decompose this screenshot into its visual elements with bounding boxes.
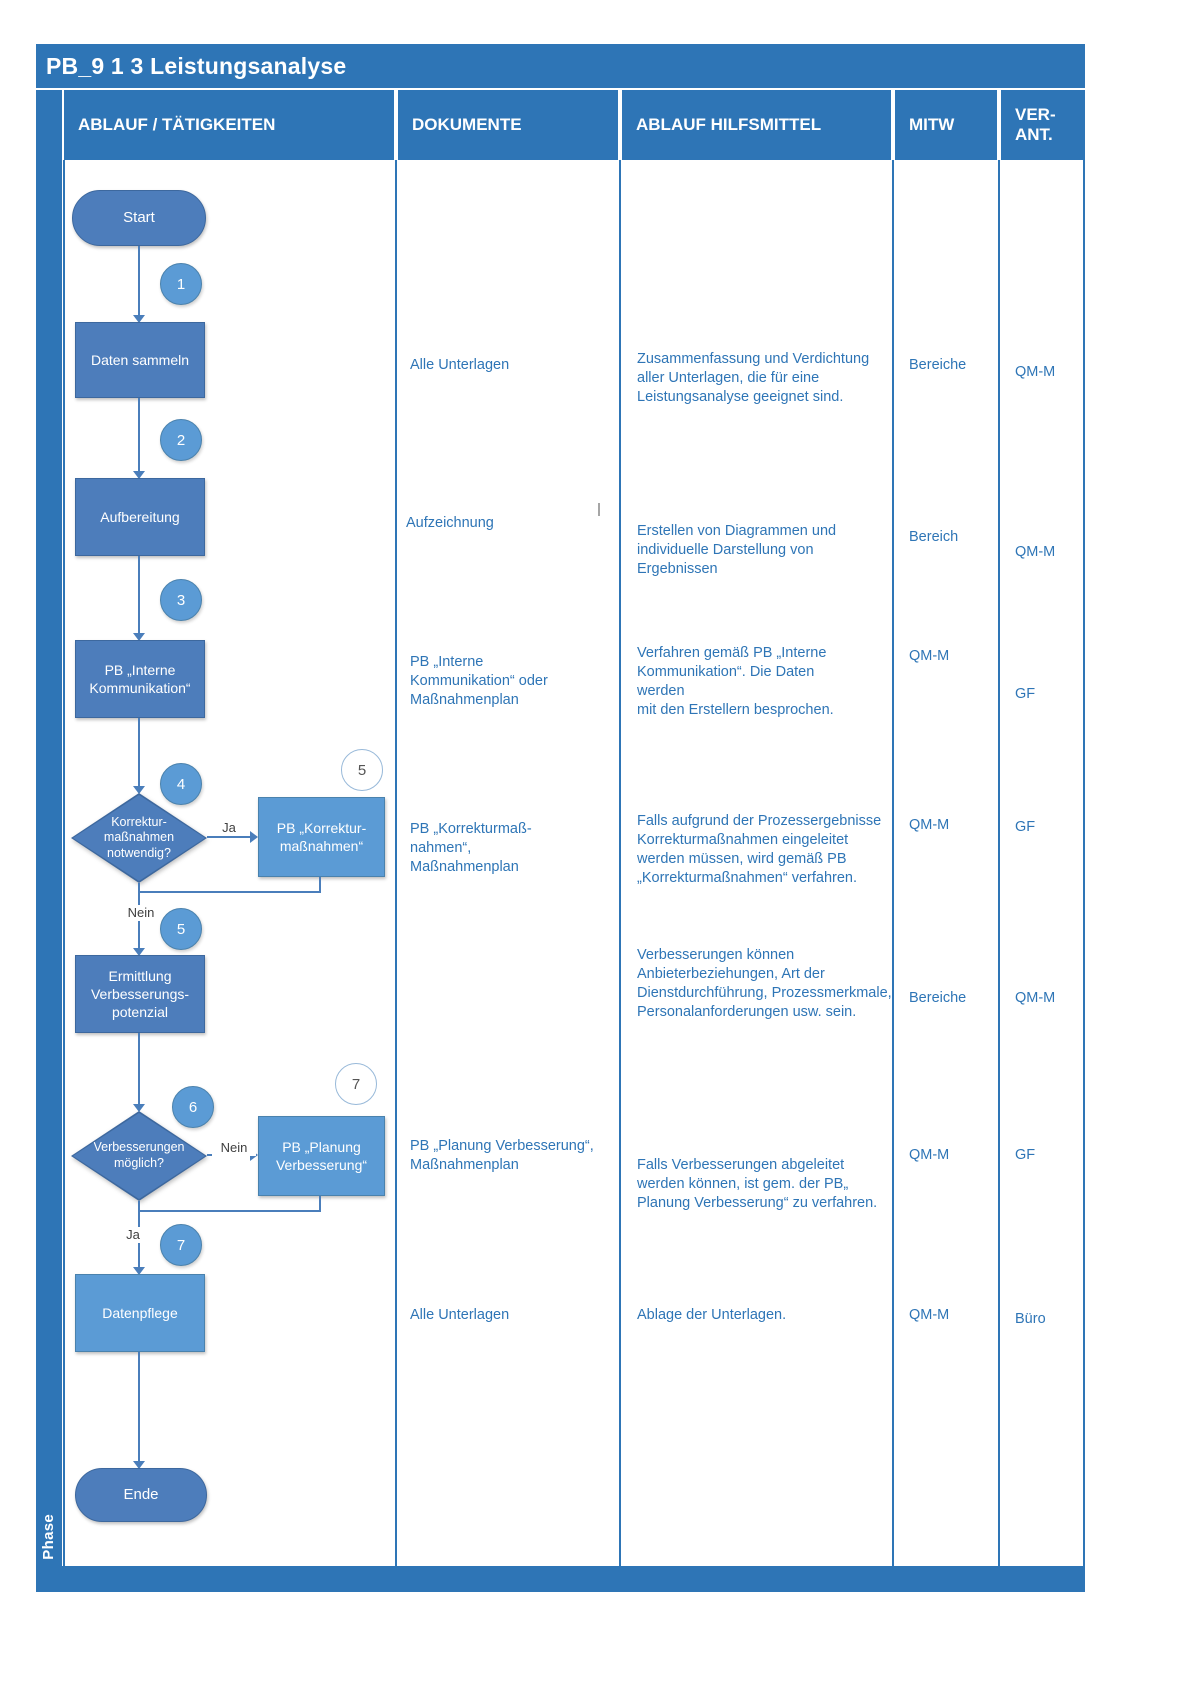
flow-node-planung-verbesserung: PB „Planung Verbesserung“	[258, 1116, 385, 1196]
step-badge-5-outline: 5	[341, 749, 383, 791]
verant-cell: Büro	[1015, 1311, 1046, 1327]
documents-cell: PB „Planung Verbesserung“, Maßnahmenplan	[410, 1138, 594, 1174]
flow-node-datenpflege: Datenpflege	[75, 1274, 205, 1352]
flow-connector	[319, 1196, 321, 1212]
mitw-cell: QM-M	[909, 817, 950, 833]
grid-line-left	[63, 160, 65, 1566]
header-mitw-label: MITW	[909, 115, 955, 135]
verant-cell: QM-M	[1015, 990, 1056, 1006]
verant-cell: GF	[1015, 819, 1036, 835]
flow-start-node: Start	[72, 190, 206, 246]
documents-cell: Alle Unterlagen	[410, 1307, 510, 1323]
diamond-shape: Korrektur- maßnahmen notwendig?	[71, 793, 207, 883]
flow-connector	[139, 1210, 321, 1212]
arrowhead-down-icon	[133, 948, 145, 956]
mitw-cell: Bereiche	[909, 357, 967, 373]
step-badge-3: 3	[160, 579, 202, 621]
flow-node-korrekturmassnahmen: PB „Korrektur- maßnahmen“	[258, 797, 385, 877]
mitw-cell: QM-M	[909, 1147, 950, 1163]
phase-label: Phase	[40, 1514, 57, 1560]
grid-line-right	[1083, 160, 1085, 1566]
flow-connector	[138, 718, 140, 786]
decision-korrektur-label: Korrektur- maßnahmen notwendig?	[73, 795, 205, 881]
flow-node-interne-kommunikation: PB „Interne Kommunikation“	[75, 640, 205, 718]
page-title: PB_9 1 3 Leistungsanalyse	[46, 52, 347, 79]
arrowhead-down-icon	[133, 1461, 145, 1469]
flow-end-node: Ende	[75, 1468, 207, 1522]
header-cell-tools: ABLAUF HILFSMITTEL	[622, 90, 891, 160]
header-documents-label: DOKUMENTE	[412, 115, 522, 135]
step-badge-1: 1	[160, 263, 202, 305]
mitw-cell: QM-M	[909, 648, 950, 664]
flow-connector	[138, 1352, 140, 1461]
arrowhead-down-icon	[133, 1104, 145, 1112]
table-bottom-border	[36, 1566, 1085, 1592]
tools-cell: Falls Verbesserungen abgeleitet werden k…	[637, 1157, 878, 1212]
flow-node-aufbereitung: Aufbereitung	[75, 478, 205, 556]
mitw-cell: QM-M	[909, 1307, 950, 1323]
grid-line-tools	[619, 160, 621, 1566]
tools-cell: Ablage der Unterlagen.	[637, 1307, 787, 1323]
step-badge-4: 4	[160, 763, 202, 805]
stray-tick-mark	[598, 503, 600, 516]
flow-node-ermittlung: Ermittlung Verbesserungs- potenzial	[75, 955, 205, 1033]
arrowhead-down-icon	[133, 1267, 145, 1275]
flow-connector	[207, 836, 250, 838]
grid-line-responsible	[998, 160, 1000, 1566]
arrowhead-right-icon	[250, 831, 258, 843]
header-responsible-label: VER- ANT.	[1015, 105, 1056, 144]
verant-cell: GF	[1015, 686, 1036, 702]
header-cell-responsible: VER- ANT.	[1001, 90, 1085, 160]
verant-cell: QM-M	[1015, 364, 1056, 380]
verant-cell: QM-M	[1015, 544, 1056, 560]
arrowhead-down-icon	[133, 786, 145, 794]
flow-connector	[319, 877, 321, 893]
tools-cell: Verbesserungen können Anbieterbeziehunge…	[637, 947, 892, 1021]
header-cell-activities: ABLAUF / TÄTIGKEITEN	[64, 90, 394, 160]
step-badge-7: 7	[160, 1224, 202, 1266]
diamond-shape: Verbesserungen möglich?	[71, 1111, 207, 1201]
flow-connector	[138, 556, 140, 633]
tools-cell: Falls aufgrund der Prozessergebnisse Kor…	[637, 813, 882, 887]
documents-cell: Alle Unterlagen	[410, 357, 510, 373]
step-badge-5: 5	[160, 908, 202, 950]
flow-connector	[139, 891, 321, 893]
mitw-cell: Bereich	[909, 529, 959, 545]
step-badge-7-outline: 7	[335, 1063, 377, 1105]
arrowhead-down-icon	[133, 471, 145, 479]
step-badge-2: 2	[160, 419, 202, 461]
verant-cell: GF	[1015, 1147, 1036, 1163]
edge-label-ja: Ja	[116, 1227, 150, 1244]
arrowhead-down-icon	[133, 633, 145, 641]
edge-label-ja: Ja	[216, 820, 242, 837]
grid-line-documents	[395, 160, 397, 1566]
header-activities-label: ABLAUF / TÄTIGKEITEN	[78, 115, 276, 135]
mitw-cell: Bereiche	[909, 990, 967, 1006]
decision-korrekturmassnahmen: Korrektur- maßnahmen notwendig?	[71, 793, 207, 883]
flow-connector	[138, 1033, 140, 1104]
flow-node-daten-sammeln: Daten sammeln	[75, 322, 205, 398]
tools-cell: Zusammenfassung und Verdichtung aller Un…	[637, 351, 870, 406]
header-cell-documents: DOKUMENTE	[398, 90, 618, 160]
flow-connector	[138, 246, 140, 315]
arrowhead-down-icon	[133, 315, 145, 323]
flow-connector	[138, 398, 140, 471]
tools-cell: Erstellen von Diagrammen und individuell…	[637, 523, 837, 578]
step-badge-6: 6	[172, 1086, 214, 1128]
grid-line-mitw	[892, 160, 894, 1566]
header-tools-label: ABLAUF HILFSMITTEL	[636, 115, 822, 135]
decision-verbesserungen: Verbesserungen möglich?	[71, 1111, 207, 1201]
documents-cell: PB „Korrekturmaß- nahmen“, Maßnahmenplan	[410, 821, 532, 876]
header-cell-mitw: MITW	[895, 90, 997, 160]
tools-cell: Verfahren gemäß PB „Interne Kommunikatio…	[637, 645, 834, 719]
document-title-bar: PB_9 1 3 Leistungsanalyse	[36, 44, 1085, 88]
edge-label-nein: Nein	[118, 905, 164, 922]
edge-label-nein: Nein	[212, 1140, 256, 1157]
phase-lane-strip: Phase	[36, 90, 62, 1592]
documents-cell: Aufzeichnung	[406, 515, 494, 531]
documents-cell: PB „Interne Kommunikation“ oder Maßnahme…	[410, 654, 548, 709]
decision-verbesserungen-label: Verbesserungen möglich?	[73, 1113, 205, 1199]
